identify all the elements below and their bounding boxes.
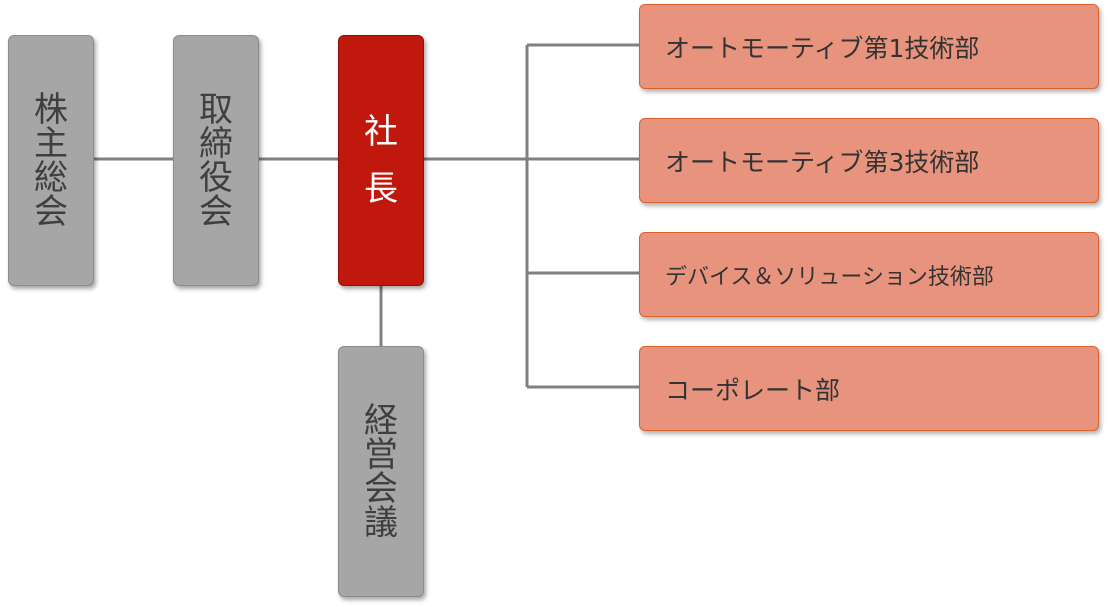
president-box: 社長 [338,35,424,286]
management-meeting-label: 経営会議 [364,400,398,543]
department-corporate: コーポレート部 [639,346,1099,431]
department-automotive-3: オートモーティブ第3技術部 [639,118,1099,203]
board-of-directors-label: 取締役会 [199,89,233,232]
department-automotive-1-label: オートモーティブ第1技術部 [665,33,980,63]
board-of-directors-box: 取締役会 [173,35,259,286]
department-device-solution: デバイス＆ソリューション技術部 [639,232,1099,317]
department-corporate-label: コーポレート部 [665,375,841,405]
department-automotive-1: オートモーティブ第1技術部 [639,4,1099,89]
shareholders-meeting-box: 株主総会 [8,35,94,286]
management-meeting-box: 経営会議 [338,346,424,597]
department-automotive-3-label: オートモーティブ第3技術部 [665,147,980,177]
shareholders-meeting-label: 株主総会 [34,89,68,232]
president-label: 社長 [364,112,398,209]
department-device-solution-label: デバイス＆ソリューション技術部 [665,264,994,290]
